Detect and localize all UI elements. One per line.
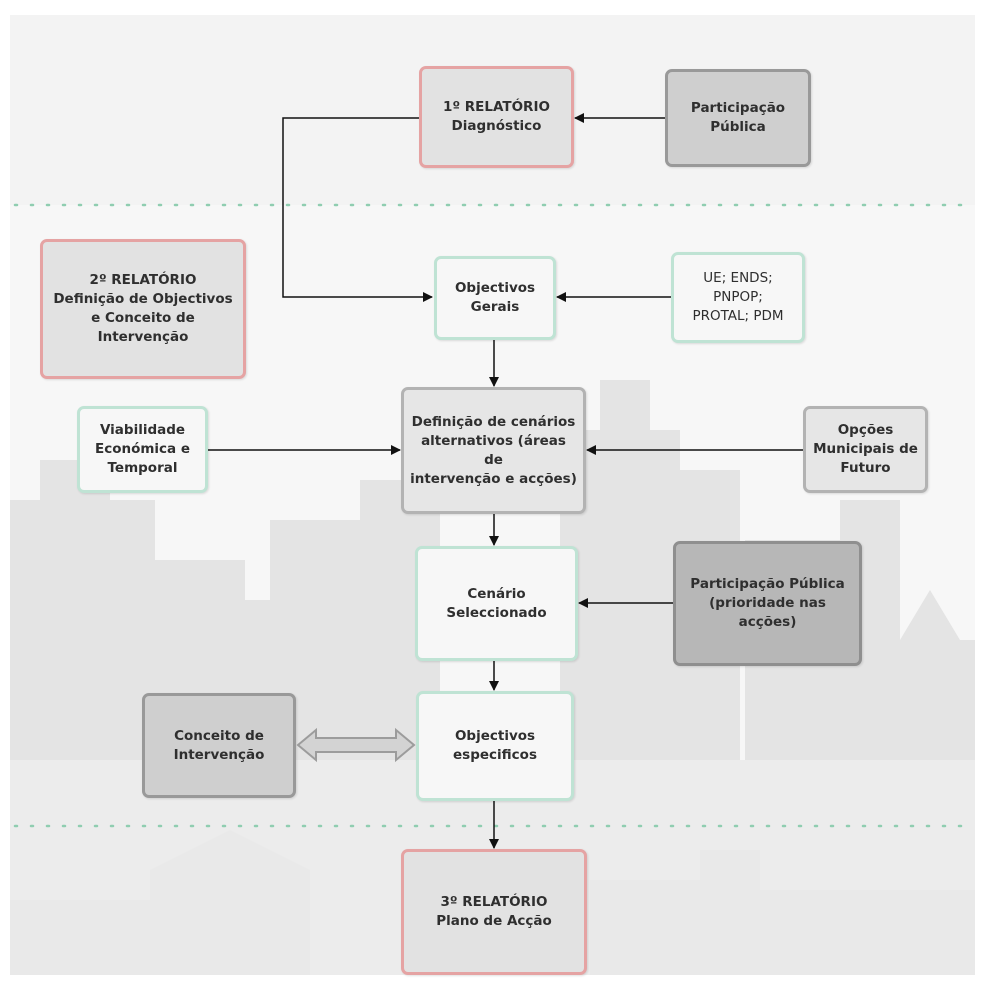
conceito-intervencao-box: Conceito de Intervenção xyxy=(142,693,296,798)
ue-ends-box: UE; ENDS; PNPOP; PROTAL; PDM xyxy=(671,252,805,343)
objectivos-gerais-box: Objectivos Gerais xyxy=(434,256,556,340)
report-2-label: 2º RELATÓRIO Definição de Objectivos e C… xyxy=(53,272,233,345)
cenario-seleccionado-box: Cenário Seleccionado xyxy=(415,546,578,661)
report-3-label: 3º RELATÓRIO Plano de Acção xyxy=(436,894,552,929)
participacao-prioridade-box: Participação Pública (prioridade nas acç… xyxy=(673,541,862,666)
definicao-cenarios-label: Definição de cenários alternativos (área… xyxy=(410,413,577,487)
opcoes-municipais-label: Opções Municipais de Futuro xyxy=(813,422,918,476)
cenario-seleccionado-label: Cenário Seleccionado xyxy=(446,585,547,621)
report-1-label: 1º RELATÓRIO Diagnóstico xyxy=(443,99,550,134)
report-2-box: 2º RELATÓRIO Definição de Objectivos e C… xyxy=(40,239,246,379)
report-3-box: 3º RELATÓRIO Plano de Acção xyxy=(401,849,587,975)
report-1-box: 1º RELATÓRIO Diagnóstico xyxy=(419,66,574,168)
viabilidade-label: Viabilidade Económica e Temporal xyxy=(94,422,191,476)
conceito-intervencao-label: Conceito de Intervenção xyxy=(173,727,265,763)
objectivos-especificos-box: Objectivos especificos xyxy=(416,691,574,801)
viabilidade-box: Viabilidade Económica e Temporal xyxy=(77,406,208,493)
ue-ends-label: UE; ENDS; PNPOP; PROTAL; PDM xyxy=(692,270,784,324)
opcoes-municipais-box: Opções Municipais de Futuro xyxy=(803,406,928,493)
participacao-publica-top-box: Participação Pública xyxy=(665,69,811,167)
participacao-publica-top-label: Participação Pública xyxy=(690,100,786,135)
definicao-cenarios-box: Definição de cenários alternativos (área… xyxy=(401,387,586,514)
participacao-prioridade-label: Participação Pública (prioridade nas acç… xyxy=(690,576,845,630)
objectivos-especificos-label: Objectivos especificos xyxy=(453,728,537,763)
objectivos-gerais-label: Objectivos Gerais xyxy=(454,280,536,315)
